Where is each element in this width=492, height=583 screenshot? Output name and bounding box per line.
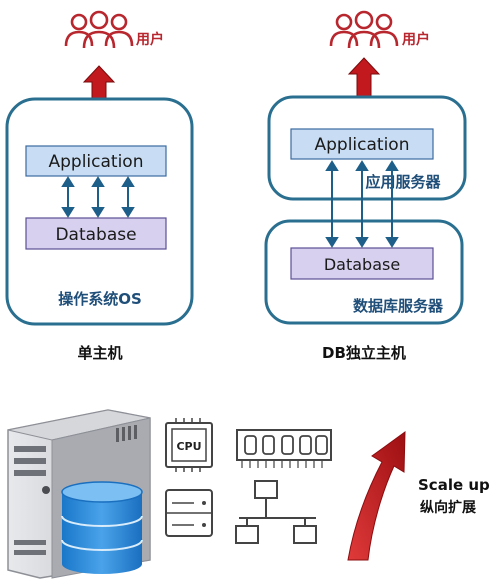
database-cylinder-icon [61, 481, 143, 574]
app-server-label: 应用服务器 [365, 173, 441, 191]
application-label-left: Application [49, 152, 144, 172]
user-label-left: 用户 [136, 31, 164, 48]
application-box-right [290, 128, 434, 160]
scale-up-title: Scale up [418, 476, 490, 494]
database-box-right [290, 247, 434, 280]
scale-up-arrow-icon [347, 430, 406, 561]
os-label: 操作系统OS [58, 290, 142, 308]
database-box-left [25, 217, 167, 250]
single-host-caption: 单主机 [77, 344, 122, 362]
network-icon [235, 480, 317, 544]
scale-up-subtitle: 纵向扩展 [420, 499, 476, 516]
cpu-icon: CPU [165, 418, 213, 472]
disk-drive-icon [165, 489, 213, 537]
users-icon-right [329, 10, 399, 49]
app-db-connectors-left [61, 176, 135, 218]
users-icon-left [64, 10, 134, 49]
db-server-label: 数据库服务器 [353, 297, 444, 315]
split-host-caption: DB独立主机 [322, 344, 406, 362]
database-label-left: Database [55, 225, 136, 245]
user-label-right: 用户 [402, 31, 430, 48]
application-label-right: Application [315, 135, 410, 155]
cpu-label: CPU [176, 440, 201, 453]
app-db-connectors-right [325, 160, 399, 248]
memory-icon [236, 429, 332, 468]
application-box-left [25, 145, 167, 177]
database-label-right: Database [324, 255, 400, 274]
